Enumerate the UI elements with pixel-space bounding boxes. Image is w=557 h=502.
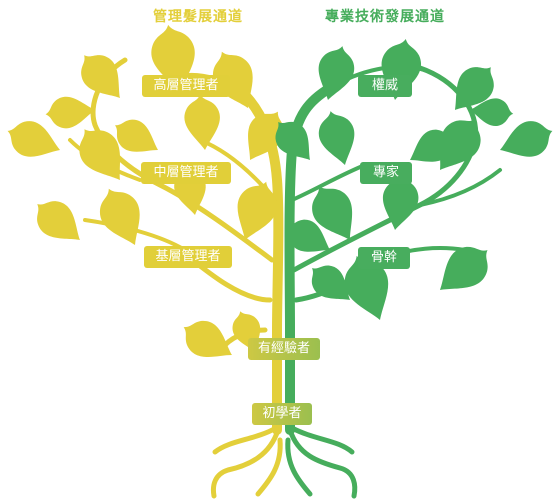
management-track-heading: 管理髮展通道 [153, 9, 243, 25]
level-middle-manager: 中層管理者 [141, 162, 231, 184]
level-experienced: 有經驗者 [248, 338, 320, 360]
level-beginner: 初學者 [252, 403, 312, 425]
level-backbone: 骨幹 [358, 247, 410, 269]
management-leaves [1, 21, 294, 371]
roots-left [210, 425, 283, 499]
level-expert: 專家 [360, 162, 412, 184]
level-authority: 權威 [358, 75, 412, 97]
management-branches [68, 57, 284, 435]
technical-track-heading: 專業技術發展通道 [325, 9, 445, 25]
level-junior-manager: 基層管理者 [144, 246, 232, 268]
roots-right [285, 425, 358, 499]
level-senior-manager: 高層管理者 [142, 75, 230, 97]
